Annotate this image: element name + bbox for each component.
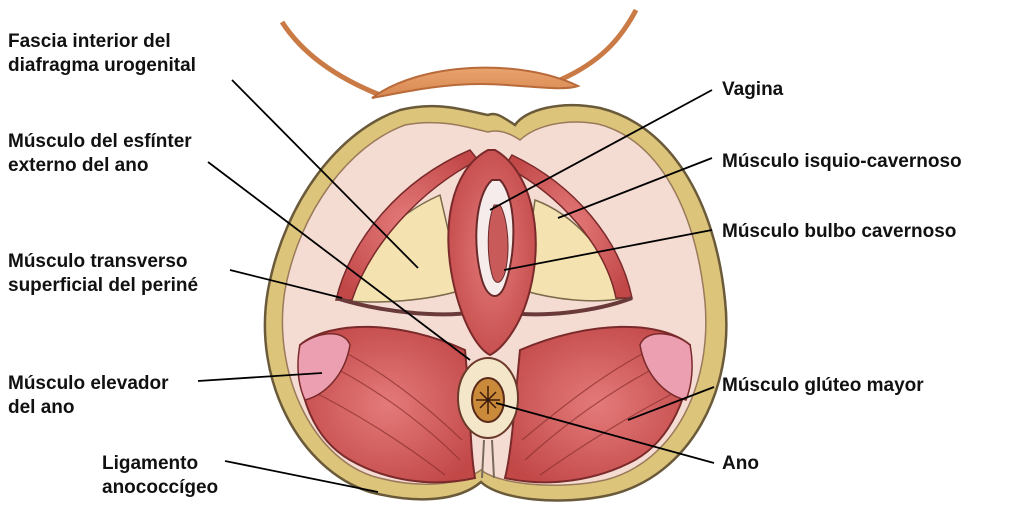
label-transverso-superficial: Músculo transverso superficial del perin… [8,250,198,298]
label-fascia-line2: diafragma urogenital [8,54,196,78]
label-fascia-interior: Fascia interior del diafragma urogenital [8,30,196,78]
label-vagina-line1: Vagina [722,78,783,102]
label-transverso-line2: superficial del periné [8,274,198,298]
mons-skin [372,68,578,98]
label-elevador-line2: del ano [8,396,169,420]
label-ano: Ano [722,452,759,476]
label-ligamento-line1: Ligamento [102,452,218,476]
label-elevador-ano: Músculo elevador del ano [8,372,169,420]
skin-fold-left [282,22,380,95]
label-ligamento-line2: anococcígeo [102,476,218,500]
label-isquio-cavernoso: Músculo isquio-cavernoso [722,150,962,174]
skin-fold-right [560,10,636,80]
label-esfinter-line1: Músculo del esfínter [8,130,192,154]
label-transverso-line1: Músculo transverso [8,250,198,274]
label-esfinter-line2: externo del ano [8,154,192,178]
label-gluteo-mayor: Músculo glúteo mayor [722,374,924,398]
label-isquio-line1: Músculo isquio-cavernoso [722,150,962,174]
label-ano-line1: Ano [722,452,759,476]
label-fascia-line1: Fascia interior del [8,30,196,54]
label-vagina: Vagina [722,78,783,102]
label-elevador-line1: Músculo elevador [8,372,169,396]
label-esfinter-externo: Músculo del esfínter externo del ano [8,130,192,178]
label-ligamento-anococcigeo: Ligamento anococcígeo [102,452,218,500]
label-bulbo-cavernoso: Músculo bulbo cavernoso [722,220,956,244]
label-bulbo-line1: Músculo bulbo cavernoso [722,220,956,244]
label-gluteo-line1: Músculo glúteo mayor [722,374,924,398]
